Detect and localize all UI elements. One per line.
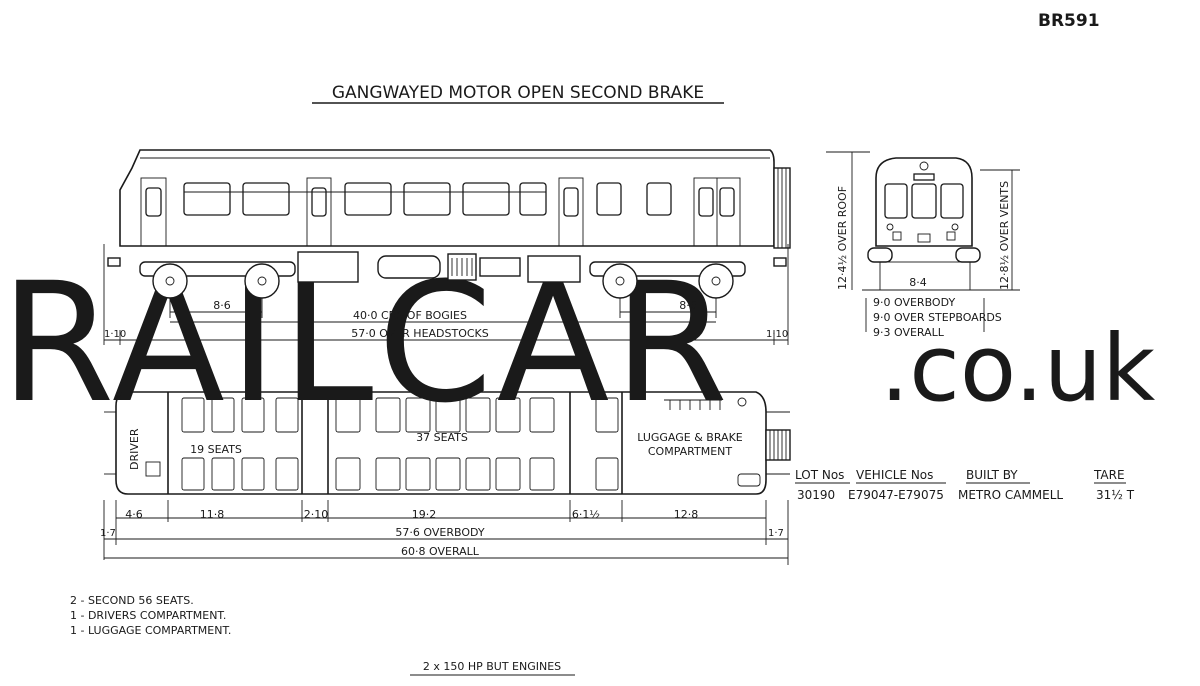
plan-dimensions bbox=[103, 500, 789, 565]
note-drivers: 1 - DRIVERS COMPARTMENT. bbox=[70, 609, 226, 622]
dim-end-overall: 9·3 OVERALL bbox=[873, 326, 945, 339]
table-header-built-by: BUILT BY bbox=[966, 468, 1018, 482]
dim-overbody: 9·0 OVERBODY bbox=[873, 296, 955, 309]
dim-plan-seg-6: 12·8 bbox=[674, 508, 699, 521]
dim-bogie-wheelbase-left: 8·6 bbox=[213, 299, 231, 312]
side-elevation bbox=[107, 149, 791, 299]
table-cell-lot: 30190 bbox=[797, 488, 835, 502]
watermark-suffix: .co.uk bbox=[880, 315, 1156, 422]
drawing-reference: BR591 bbox=[1038, 11, 1100, 31]
dim-end-right: 1·10 bbox=[766, 329, 788, 340]
dim-plan-seg-3: 2·10 bbox=[304, 508, 329, 521]
dim-plan-seg-5: 6·1½ bbox=[572, 508, 600, 521]
dim-over-vents: 12·8½ OVER VENTS bbox=[998, 181, 1011, 290]
dim-over-headstocks: 57·0 OVER HEADSTOCKS bbox=[351, 327, 489, 340]
end-dimensions bbox=[826, 151, 1020, 332]
table-header-vehicle: VEHICLE Nos bbox=[856, 468, 933, 482]
dim-plan-overbody: 57·6 OVERBODY bbox=[395, 526, 484, 539]
dim-end-left: 1·10 bbox=[104, 329, 126, 340]
drawing-title: GANGWAYED MOTOR OPEN SECOND BRAKE bbox=[332, 83, 704, 103]
dim-bogie-wheelbase-right: 8·6 bbox=[679, 299, 697, 312]
note-engines: 2 x 150 HP BUT ENGINES bbox=[423, 660, 561, 673]
dim-plan-end-right: 1·7 bbox=[768, 528, 784, 539]
note-seats: 2 - SECOND 56 SEATS. bbox=[70, 594, 194, 607]
dim-over-stepboards: 9·0 OVER STEPBOARDS bbox=[873, 311, 1002, 324]
label-37-seats: 37 SEATS bbox=[416, 431, 468, 444]
label-driver: DRIVER bbox=[128, 428, 141, 470]
side-dimensions bbox=[103, 244, 789, 345]
dim-plan-overall: 60·8 OVERALL bbox=[401, 545, 480, 558]
dim-inner-width: 8·4 bbox=[909, 276, 927, 289]
end-elevation bbox=[867, 157, 981, 291]
table-cell-vehicle: E79047-E79075 bbox=[848, 488, 944, 502]
dim-over-roof: 12·4½ OVER ROOF bbox=[836, 186, 849, 290]
dim-plan-seg-1: 4·6 bbox=[125, 508, 143, 521]
table-header-tare: TARE bbox=[1093, 468, 1125, 482]
table-cell-tare: 31½ T bbox=[1096, 488, 1135, 502]
label-luggage-line1: LUGGAGE & BRAKE bbox=[637, 431, 743, 444]
dim-plan-end-left: 1·7 bbox=[100, 528, 116, 539]
dim-crs-of-bogies: 40·0 CRS OF BOGIES bbox=[353, 309, 467, 322]
note-luggage: 1 - LUGGAGE COMPARTMENT. bbox=[70, 624, 231, 637]
plan-view bbox=[104, 391, 791, 495]
dim-plan-seg-2: 11·8 bbox=[200, 508, 225, 521]
table-header-lot: LOT Nos bbox=[795, 468, 844, 482]
label-luggage-line2: COMPARTMENT bbox=[648, 445, 733, 458]
label-19-seats: 19 SEATS bbox=[190, 443, 242, 456]
table-cell-built-by: METRO CAMMELL bbox=[958, 488, 1063, 502]
dim-plan-seg-4: 19·2 bbox=[412, 508, 437, 521]
